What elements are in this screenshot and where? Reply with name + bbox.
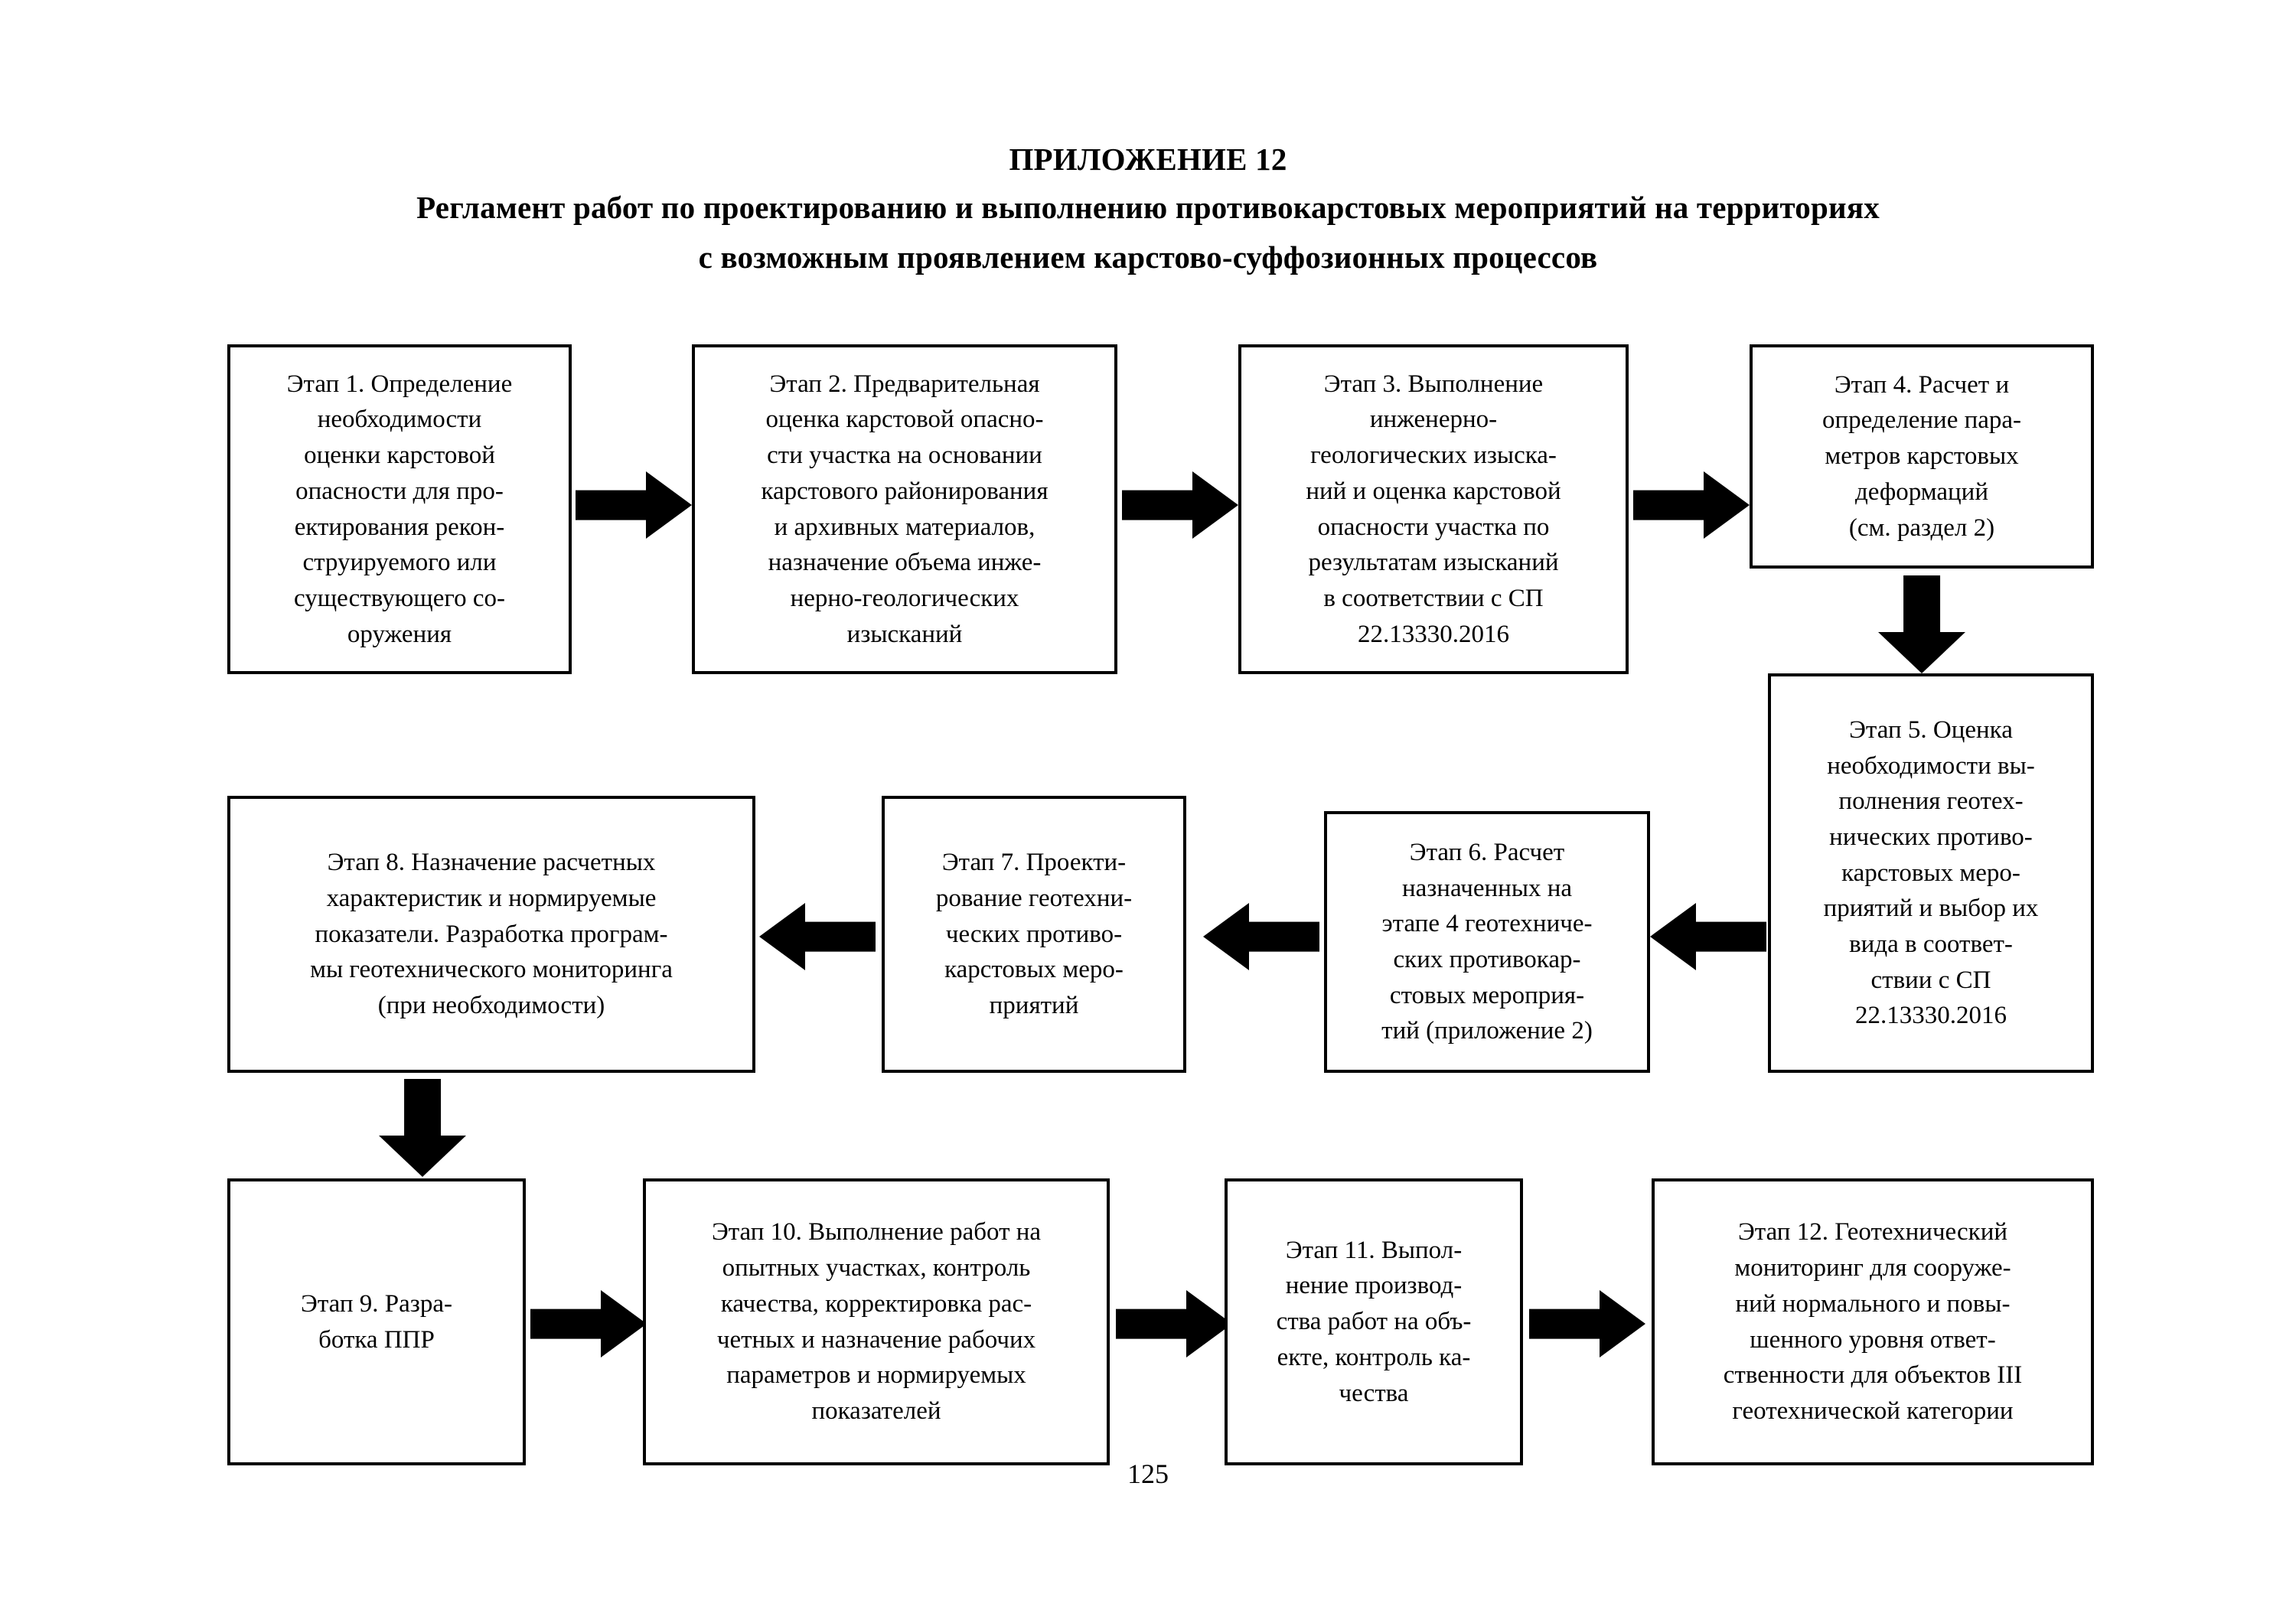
flow-node-label: Этап 9. Разра- ботка ППР (301, 1289, 452, 1354)
flow-node-stage-7: Этап 7. Проекти- рование геотехни- чески… (882, 796, 1186, 1073)
flow-node-label: Этап 4. Расчет и определение пара- метро… (1821, 370, 2022, 542)
arrow-head (759, 903, 805, 970)
arrow-head (1650, 903, 1696, 970)
arrow-shaft (804, 921, 876, 952)
flow-node-stage-3: Этап 3. Выполнение инженерно- геологичес… (1238, 344, 1629, 674)
arrow-shaft (576, 490, 647, 520)
flow-node-stage-2: Этап 2. Предварительная оценка карстовой… (692, 344, 1117, 674)
document-title-line-2: с возможным проявлением карстово-суффози… (698, 240, 1598, 275)
arrow-shaft (1633, 490, 1705, 520)
arrow-head (646, 471, 692, 539)
arrow-shaft (1529, 1309, 1601, 1339)
flow-node-label: Этап 6. Расчет назначенных на этапе 4 ге… (1381, 838, 1593, 1045)
flow-arrow-9-to-10 (530, 1290, 647, 1357)
arrow-head (1600, 1290, 1645, 1357)
arrow-shaft (1122, 490, 1194, 520)
flow-node-stage-4: Этап 4. Расчет и определение пара- метро… (1750, 344, 2094, 569)
flow-node-stage-9: Этап 9. Разра- ботка ППР (227, 1178, 526, 1465)
flow-node-stage-1: Этап 1. Определение необходимости оценки… (227, 344, 572, 674)
arrow-head (379, 1136, 466, 1177)
flow-node-stage-12: Этап 12. Геотехнический мониторинг для с… (1652, 1178, 2094, 1465)
flow-node-label: Этап 12. Геотехнический мониторинг для с… (1723, 1218, 2023, 1425)
page-number: 125 (1127, 1458, 1169, 1489)
arrow-shaft (1694, 921, 1766, 952)
arrow-head (1203, 903, 1249, 970)
flow-node-label: Этап 8. Назначение расчетных характерист… (310, 849, 673, 1020)
flow-node-label: Этап 3. Выполнение инженерно- геологичес… (1306, 370, 1561, 648)
flow-arrow-8-to-9 (379, 1079, 466, 1177)
flow-node-label: Этап 5. Оценка необходимости вы- полнени… (1823, 715, 2039, 1030)
flow-arrow-5-to-6 (1650, 903, 1766, 970)
flow-node-stage-8: Этап 8. Назначение расчетных характерист… (227, 796, 755, 1073)
arrow-shaft (530, 1309, 602, 1339)
document-title-line-1: Регламент работ по проектированию и выпо… (416, 190, 1880, 225)
arrow-shaft (1247, 921, 1319, 952)
flow-node-label: Этап 7. Проекти- рование геотехни- чески… (935, 849, 1133, 1020)
flow-node-label: Этап 1. Определение необходимости оценки… (286, 370, 513, 648)
flow-arrow-4-to-5 (1878, 575, 1965, 673)
arrow-head (601, 1290, 647, 1357)
flow-node-label: Этап 2. Предварительная оценка карстовой… (761, 370, 1049, 648)
arrow-head (1192, 471, 1238, 539)
flow-arrow-2-to-3 (1122, 471, 1238, 539)
flow-arrow-3-to-4 (1633, 471, 1750, 539)
flow-arrow-10-to-11 (1116, 1290, 1232, 1357)
flow-node-label: Этап 10. Выполнение работ на опытных уча… (711, 1218, 1042, 1425)
flow-node-stage-5: Этап 5. Оценка необходимости вы- полнени… (1768, 673, 2094, 1073)
flow-arrow-7-to-8 (759, 903, 876, 970)
flow-node-stage-10: Этап 10. Выполнение работ на опытных уча… (643, 1178, 1110, 1465)
arrow-head (1878, 632, 1965, 673)
flow-arrow-11-to-12 (1529, 1290, 1645, 1357)
appendix-title: ПРИЛОЖЕНИЕ 12 (1009, 142, 1287, 177)
flow-arrow-1-to-2 (576, 471, 692, 539)
arrow-shaft (1903, 575, 1940, 638)
arrow-head (1704, 471, 1750, 539)
flow-node-stage-11: Этап 11. Выпол- нение производ- ства раб… (1225, 1178, 1523, 1465)
arrow-shaft (404, 1079, 441, 1142)
flow-node-stage-6: Этап 6. Расчет назначенных на этапе 4 ге… (1324, 811, 1650, 1073)
flow-arrow-6-to-7 (1203, 903, 1319, 970)
flow-node-label: Этап 11. Выпол- нение производ- ства раб… (1276, 1236, 1472, 1407)
arrow-shaft (1116, 1309, 1188, 1339)
